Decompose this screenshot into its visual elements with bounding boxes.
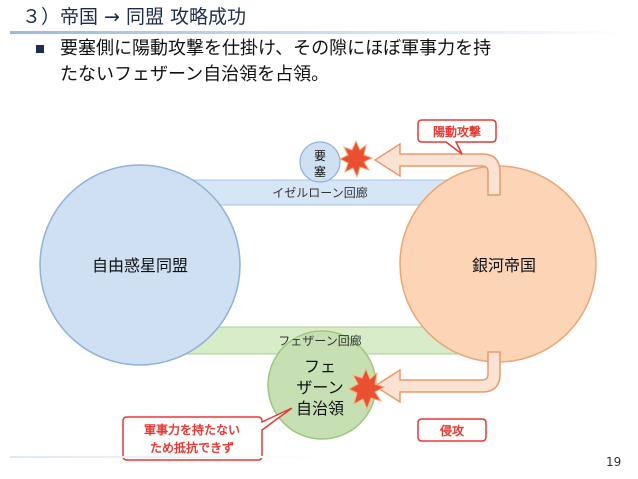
feint-callout-label: 陽動攻撃	[433, 124, 481, 139]
bullet-square-icon	[36, 45, 44, 53]
no-resistance-line-1: 軍事力を持たない	[144, 422, 240, 437]
fortress-circle	[299, 141, 341, 183]
explosion-icon-fortress	[338, 139, 374, 179]
alliance-label: 自由惑星同盟	[92, 256, 188, 275]
slide-title: ３）帝国 → 同盟 攻略成功	[22, 6, 247, 28]
title-divider	[10, 31, 628, 34]
feint-attack-arrow	[373, 142, 501, 196]
fortress-label-2: 塞	[314, 164, 326, 179]
bullet-line-1: 要塞側に陽動攻撃を仕掛け、その隙にほぼ軍事力を持	[60, 38, 492, 59]
phezzan-label-3: 自治領	[296, 399, 344, 418]
iserlohn-corridor	[174, 179, 466, 206]
invasion-arrow	[373, 351, 501, 404]
iserlohn-corridor-label: イゼルローン回廊	[272, 185, 367, 200]
phezzan-label-1: フェ	[304, 357, 336, 376]
footer-divider	[10, 456, 330, 458]
explosion-icon-phezzan	[347, 367, 386, 411]
invasion-callout-label: 侵攻	[439, 423, 465, 438]
bullet-text: 要塞側に陽動攻撃を仕掛け、その隙にほぼ軍事力を持 たないフェザーン自治領を占領。	[60, 36, 605, 88]
no-resistance-line-2: ため抵抗できず	[150, 440, 234, 455]
empire-label: 銀河帝国	[472, 256, 536, 275]
feint-callout: 陽動攻撃	[417, 119, 497, 155]
no-resistance-callout: 軍事力を持たない ため抵抗できず	[122, 407, 293, 461]
fortress-label-1: 要	[314, 149, 326, 163]
invasion-callout: 侵攻	[417, 418, 487, 442]
phezzan-corridor-label: フェザーン回廊	[278, 333, 361, 348]
phezzan-label-2: ザーン	[296, 378, 343, 397]
bullet-line-2: たないフェザーン自治領を占領。	[60, 64, 330, 85]
alliance-circle	[39, 164, 241, 366]
page-number: 19	[606, 455, 622, 469]
